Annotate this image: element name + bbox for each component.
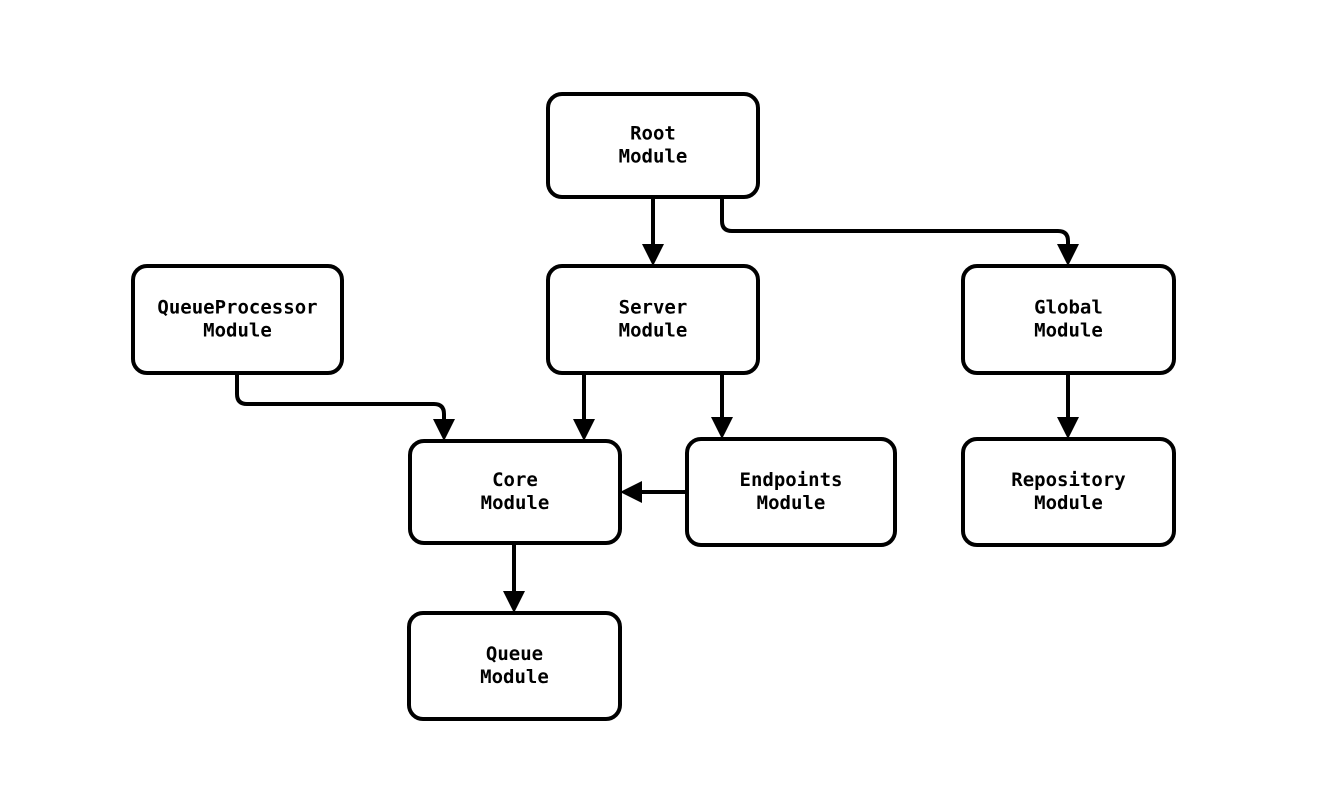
edge-server-to-core <box>573 373 595 441</box>
node-label-primary: Root <box>630 123 676 145</box>
node-label-primary: Server <box>619 297 688 319</box>
edges-layer <box>235 197 1079 613</box>
node-label-primary: Endpoints <box>740 469 843 491</box>
node-label-secondary: Module <box>757 492 826 514</box>
node-box[interactable] <box>546 92 760 199</box>
node-label-secondary: Module <box>481 492 550 514</box>
node-label-secondary: Module <box>203 320 272 342</box>
node-label-primary: Global <box>1034 297 1103 319</box>
node-label-secondary: Module <box>480 666 549 688</box>
node-box[interactable] <box>685 437 897 547</box>
arrowhead-icon <box>573 419 595 441</box>
node-label-primary: QueueProcessor <box>157 297 317 319</box>
node-label-primary: Queue <box>486 643 543 665</box>
arrowhead-icon <box>1057 417 1079 439</box>
node-label-primary: Repository <box>1011 469 1125 491</box>
edge-line <box>235 373 446 427</box>
edge-line <box>720 197 1070 252</box>
nodes-layer: RootModuleQueueProcessorModuleServerModu… <box>131 92 1176 721</box>
arrowhead-icon <box>1057 244 1079 266</box>
arrowhead-icon <box>433 419 455 441</box>
edge-queueprocessor-to-core <box>235 373 455 441</box>
node-box[interactable] <box>961 437 1176 547</box>
node-box[interactable] <box>131 264 344 375</box>
edge-server-to-endpoints <box>711 373 733 439</box>
edge-root-to-server <box>642 197 664 266</box>
node-label-secondary: Module <box>619 320 688 342</box>
node-label-secondary: Module <box>1034 320 1103 342</box>
node-box[interactable] <box>407 611 622 721</box>
node-label-secondary: Module <box>619 146 688 168</box>
arrowhead-icon <box>711 417 733 439</box>
node-label-secondary: Module <box>1034 492 1103 514</box>
edge-global-to-repository <box>1057 373 1079 439</box>
arrowhead-icon <box>642 244 664 266</box>
edge-endpoints-to-core <box>620 481 687 503</box>
edge-root-to-global <box>720 197 1079 266</box>
arrowhead-icon <box>503 591 525 613</box>
node-box[interactable] <box>408 439 622 545</box>
node-label-primary: Core <box>492 469 538 491</box>
node-box[interactable] <box>961 264 1176 375</box>
arrowhead-icon <box>620 481 642 503</box>
edge-core-to-queue <box>503 543 525 613</box>
node-box[interactable] <box>546 264 760 375</box>
